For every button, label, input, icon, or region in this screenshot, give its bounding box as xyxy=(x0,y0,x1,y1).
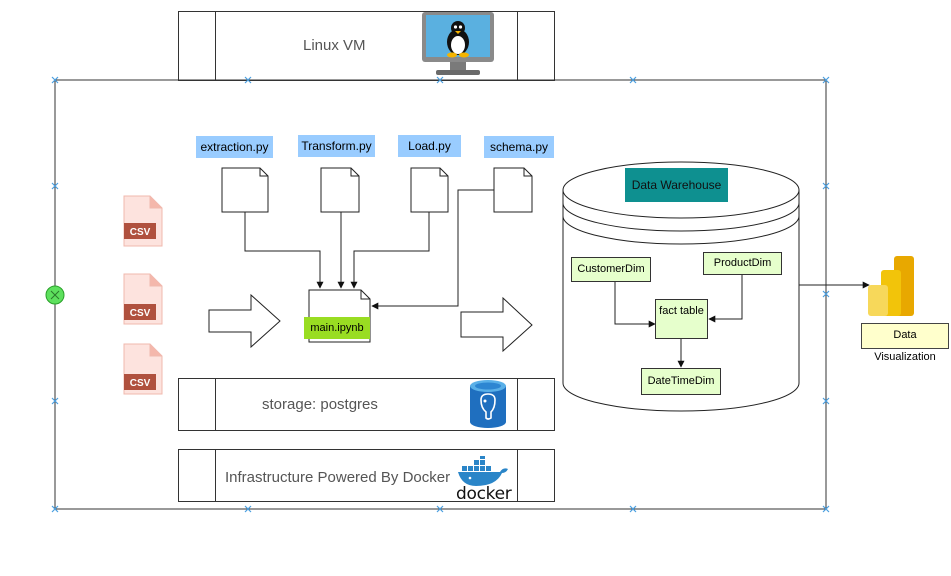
svg-text:CSV: CSV xyxy=(130,227,151,238)
customer-dim-entity[interactable]: CustomerDim xyxy=(571,257,651,282)
notebook-label[interactable]: main.ipynb xyxy=(304,317,370,339)
extraction-script-label[interactable]: extraction.py xyxy=(196,136,273,158)
connector-extraction xyxy=(244,212,324,289)
connector-product-fact xyxy=(708,275,743,323)
csv-file-icon[interactable]: CSV xyxy=(122,273,164,325)
rotate-handle[interactable] xyxy=(45,285,65,305)
docker-logo-text: docker xyxy=(456,484,512,504)
block-arrow-left xyxy=(208,293,281,349)
linux-monitor-icon xyxy=(422,12,494,75)
datetime-dim-entity[interactable]: DateTimeDim xyxy=(641,368,721,395)
load-script-label[interactable]: Load.py xyxy=(398,135,461,157)
storage-label: storage: postgres xyxy=(262,396,378,413)
csv-file-icon[interactable]: CSV xyxy=(122,343,164,395)
svg-text:CSV: CSV xyxy=(130,378,151,389)
linux-vm-label: Linux VM xyxy=(303,37,366,54)
connector-load xyxy=(350,212,430,289)
transform-script-label[interactable]: Transform.py xyxy=(298,135,375,157)
block-arrow-right xyxy=(460,296,533,353)
schema-script-label[interactable]: schema.py xyxy=(484,136,554,158)
load-doc-shape xyxy=(410,167,449,213)
connector-customer-fact xyxy=(614,282,656,328)
product-dim-entity[interactable]: ProductDim xyxy=(703,252,782,275)
infrastructure-label: Infrastructure Powered By Docker xyxy=(225,469,451,486)
fact-table-entity[interactable]: fact table xyxy=(655,299,708,339)
docker-whale-icon xyxy=(458,456,508,486)
svg-text:CSV: CSV xyxy=(130,308,151,319)
schema-doc-shape xyxy=(493,167,533,213)
selection-handles xyxy=(51,76,830,513)
connector-schema xyxy=(371,189,494,310)
csv-file-icon[interactable]: CSV xyxy=(122,195,164,247)
extraction-doc-shape xyxy=(221,167,269,213)
postgres-database-icon xyxy=(470,380,506,428)
transform-doc-shape xyxy=(320,167,360,213)
powerbi-icon xyxy=(868,256,914,316)
data-visualization-label[interactable]: Data Visualization xyxy=(861,323,949,363)
data-warehouse-label[interactable]: Data Warehouse xyxy=(625,168,728,202)
